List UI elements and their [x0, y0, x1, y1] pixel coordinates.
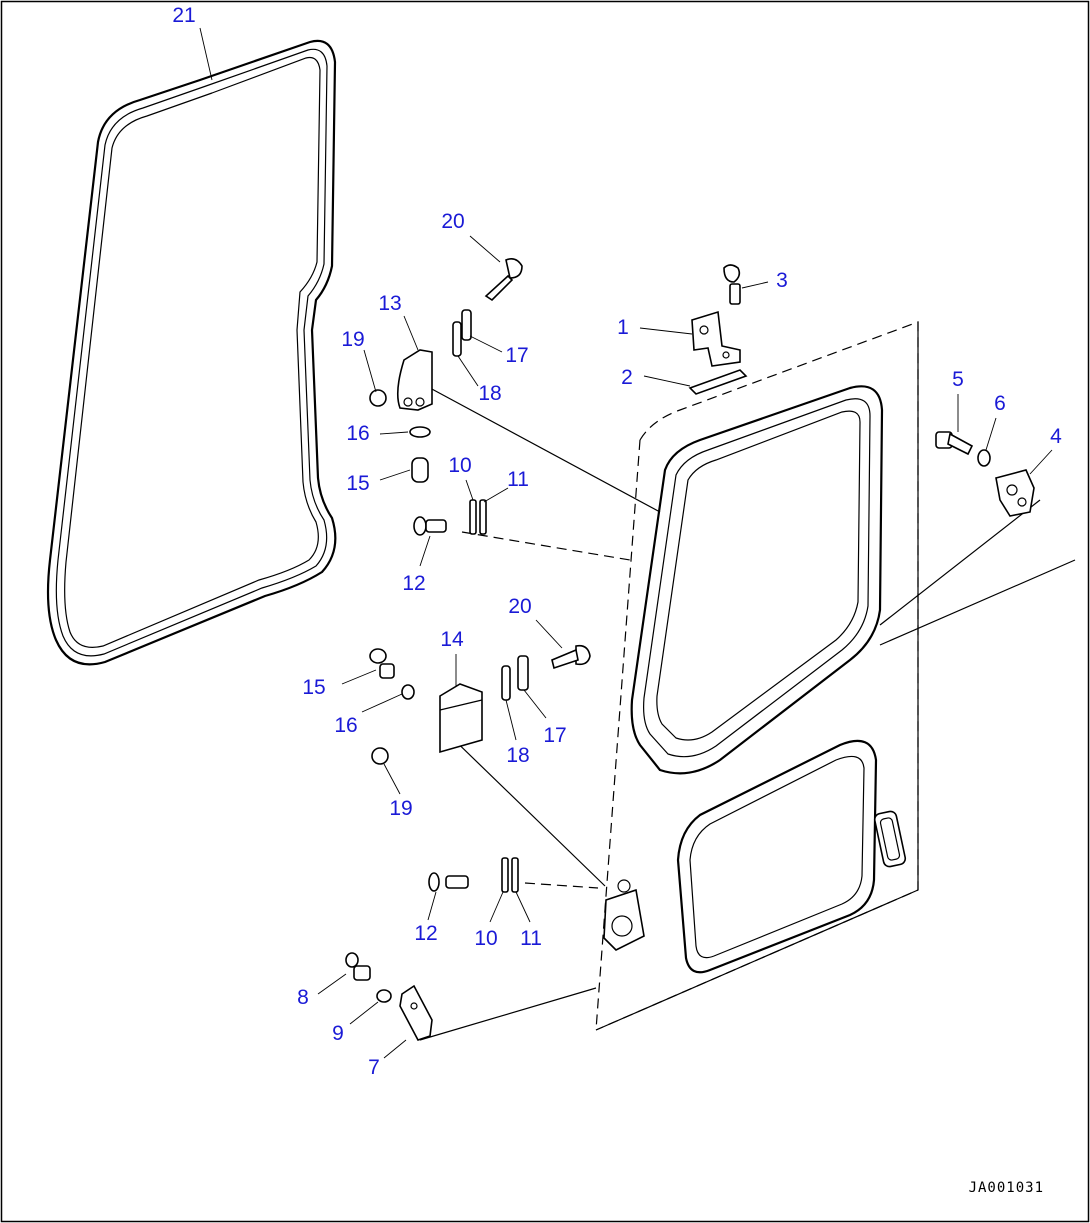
bolt-20-upper: [484, 258, 523, 302]
callout-18-lower: 18: [506, 744, 529, 767]
washer-19-lower: [371, 747, 389, 765]
callout-3: 3: [776, 269, 788, 292]
bolt-12-lower: [428, 872, 469, 892]
door-stopper-7: [399, 984, 433, 1041]
assembly-lines: [419, 387, 1076, 1041]
callout-17-lower: 17: [543, 724, 566, 747]
callout-21: 21: [172, 4, 195, 27]
shim-11-lower: [511, 857, 519, 893]
shim-10-upper: [469, 499, 477, 535]
bolt-20-lower: [551, 644, 591, 670]
bushing-15-upper: [411, 457, 429, 483]
callout-labels: 21 20 13 19 17 18 16 15 10 11 12 1 2 3 5…: [172, 4, 1062, 1079]
washer-19-upper: [369, 389, 387, 407]
shim-10-lower: [501, 857, 509, 893]
bolt-5: [935, 431, 974, 456]
door-hinge-mount: [603, 879, 645, 951]
washer-6: [977, 449, 991, 467]
hinge-bracket-13: [396, 349, 433, 411]
callout-15-upper: 15: [346, 472, 369, 495]
latch-4: [995, 469, 1035, 517]
washer-9: [376, 989, 392, 1003]
plate-18-lower: [501, 665, 511, 701]
callout-7: 7: [368, 1056, 380, 1079]
bolt-3: [723, 264, 741, 305]
callout-10-upper: 10: [448, 454, 471, 477]
callout-19-upper: 19: [341, 328, 364, 351]
shim-11-upper: [479, 499, 487, 535]
plate-17-lower: [517, 655, 529, 691]
leader-lines: [199, 27, 1053, 1059]
door-seal-21: [46, 39, 337, 666]
plate-17-upper: [461, 309, 472, 341]
callout-9: 9: [332, 1022, 344, 1045]
callout-10-lower: 10: [474, 927, 497, 950]
callout-20-upper: 20: [441, 210, 464, 233]
callout-1: 1: [617, 316, 629, 339]
callout-11-upper: 11: [507, 468, 529, 491]
callout-13: 13: [378, 292, 401, 315]
shim-2: [688, 369, 748, 395]
washer-16-upper: [409, 426, 431, 438]
cab-door-panel: [595, 321, 919, 1031]
document-id: JA001031: [969, 1180, 1044, 1196]
callout-16-upper: 16: [346, 422, 369, 445]
callout-6: 6: [994, 392, 1006, 415]
callout-15-lower: 15: [302, 676, 325, 699]
callout-20-lower: 20: [508, 595, 531, 618]
callout-4: 4: [1050, 425, 1062, 448]
callout-5: 5: [952, 368, 964, 391]
upper-window: [630, 385, 884, 775]
callout-8: 8: [297, 986, 309, 1009]
callout-19-lower: 19: [389, 797, 412, 820]
bolt-15-lower: [369, 648, 395, 679]
callout-14: 14: [440, 628, 464, 651]
bolt-8: [345, 952, 371, 981]
callout-12-lower: 12: [414, 922, 437, 945]
callout-18-upper: 18: [478, 382, 501, 405]
callout-2: 2: [621, 366, 633, 389]
striker-bracket-1: [691, 310, 741, 367]
hinge-bracket-14: [439, 683, 483, 754]
plate-18-upper: [452, 321, 462, 357]
door-handle-slot: [873, 810, 907, 868]
callout-12-upper: 12: [402, 572, 425, 595]
callout-17-upper: 17: [505, 344, 528, 367]
bolt-12-upper: [413, 516, 447, 536]
washer-16-lower: [401, 684, 415, 700]
callout-16-lower: 16: [334, 714, 357, 737]
callout-11-lower: 11: [520, 927, 542, 950]
lower-window: [676, 739, 878, 974]
